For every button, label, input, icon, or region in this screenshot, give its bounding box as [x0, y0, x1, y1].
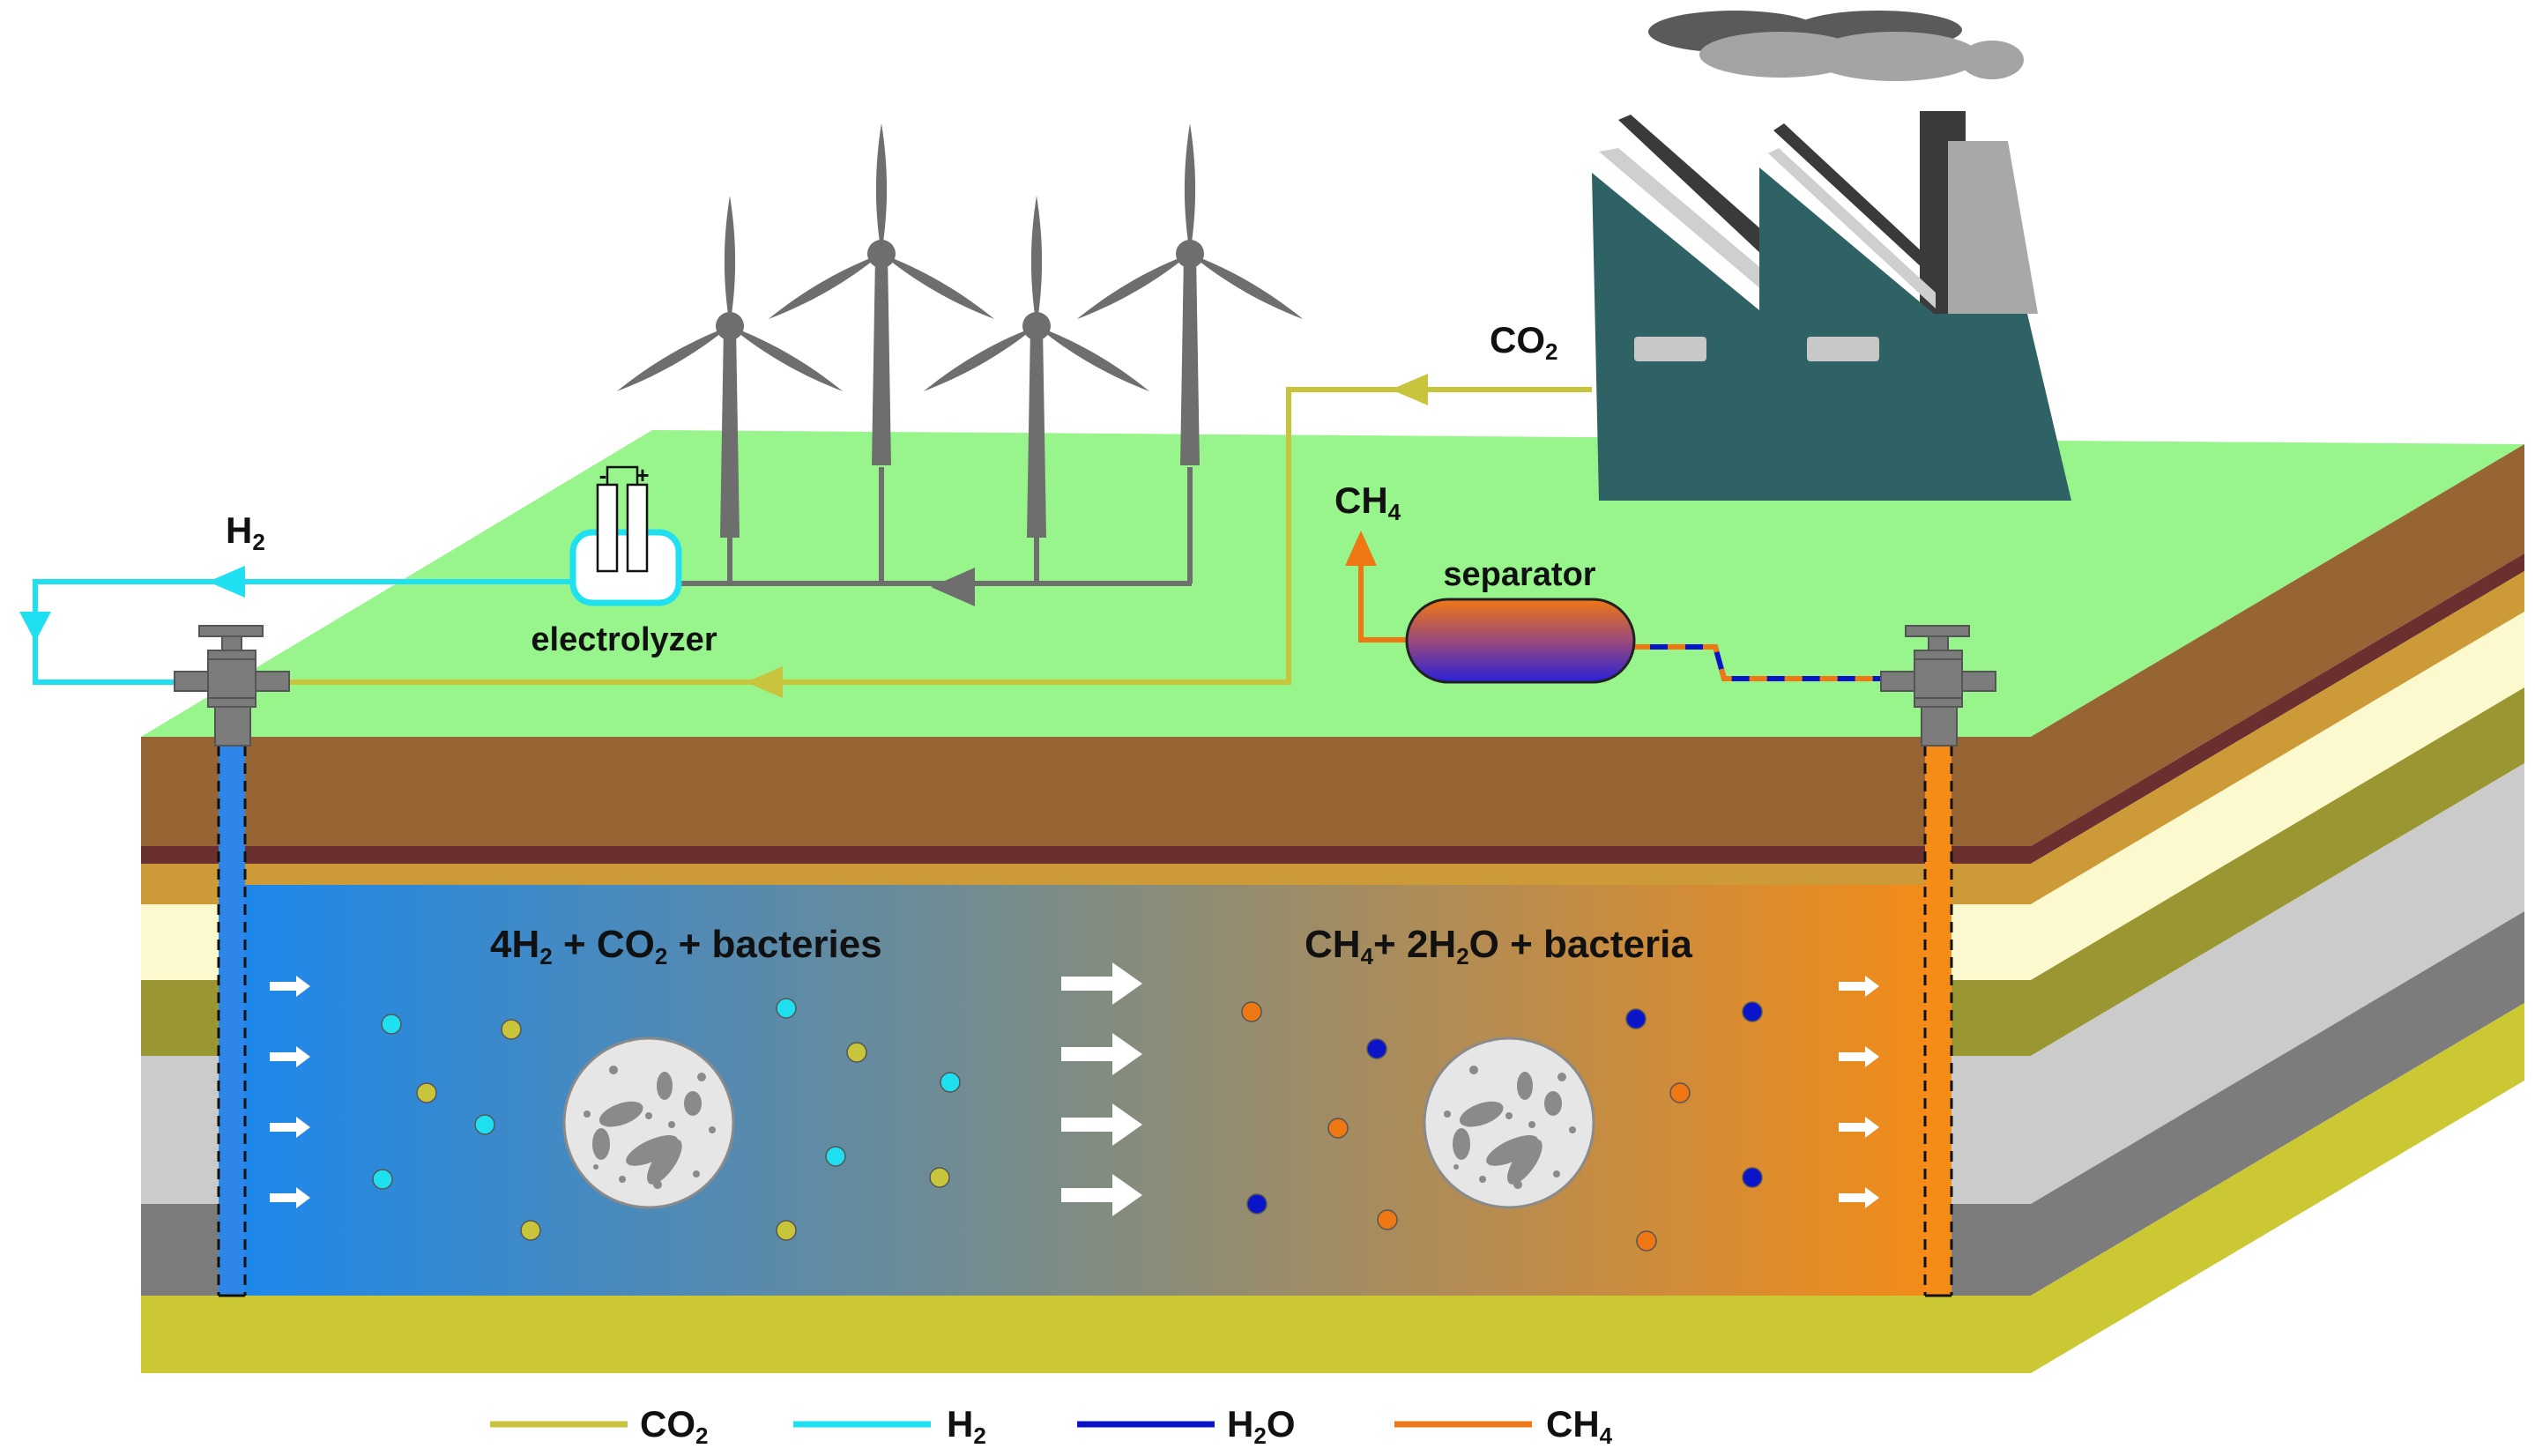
reaction-products: CH4+ 2H2O + bacteria [1305, 923, 1692, 969]
ch4-molecule [1241, 1001, 1262, 1022]
topsoil-layer [141, 737, 2031, 846]
roof-stripe [1773, 123, 1936, 280]
separator-vessel [1405, 598, 1636, 684]
electrode-plus: + [636, 462, 649, 488]
legend-label: H2 [947, 1403, 986, 1449]
ch4-output-pipe [1345, 531, 1409, 643]
h2-flow-arrow [208, 566, 245, 598]
wind-turbine-icon [923, 196, 1150, 538]
molecules-right [1241, 1001, 1763, 1252]
co2-molecule [776, 1220, 797, 1241]
h2o-molecule [1366, 1038, 1387, 1059]
co2-flow-arrow [1391, 374, 1428, 405]
electrode-minus: - [599, 462, 607, 488]
factory-icon [1592, 11, 2071, 501]
co2-molecule [501, 1019, 522, 1040]
factory-window [1634, 337, 1706, 361]
smoke-cloud-icon [1648, 11, 2024, 81]
legend-label: CH4 [1546, 1403, 1613, 1449]
injection-wellhead [174, 625, 290, 747]
flow-arrows [270, 962, 1879, 1216]
side-cream [2031, 612, 2524, 980]
ch4-molecule [1377, 1209, 1398, 1230]
ch4-flow-arrow [1345, 531, 1377, 566]
legend-label: H2O [1227, 1403, 1295, 1449]
legend-item-co2: CO2 [490, 1403, 708, 1449]
h2o-molecule [1246, 1193, 1268, 1215]
dark-soil-layer [141, 846, 2031, 864]
side-dark-soil [2031, 553, 2524, 864]
h2-molecule [825, 1146, 846, 1167]
ch4-molecule [1636, 1230, 1657, 1252]
side-olive [2031, 687, 2524, 1056]
bacteria-icon [562, 1036, 735, 1209]
h2-molecule [381, 1014, 402, 1035]
co2-molecule [416, 1082, 437, 1103]
bacteria-icon [1423, 1036, 1595, 1209]
factory-building [1592, 167, 2071, 501]
side-yellow-base [2031, 1003, 2524, 1373]
power-line [666, 467, 1193, 586]
h2-molecule [474, 1114, 495, 1135]
side-dark-gray [2031, 911, 2524, 1296]
roof-stripe [1599, 148, 1763, 291]
legend-item-ch4: CH4 [1394, 1403, 1613, 1449]
yellow-base-layer [141, 1296, 2031, 1373]
reservoir [219, 885, 1932, 1296]
legend-item-h2: H2 [793, 1403, 986, 1449]
ch4-molecule [1327, 1118, 1349, 1139]
wind-turbines [616, 123, 1304, 538]
h2-molecule [372, 1169, 393, 1190]
reaction-reactants: 4H2 + CO2 + bacteries [490, 923, 882, 969]
side-light-gray [2031, 763, 2524, 1204]
power-flow-arrow [931, 568, 975, 606]
separator-label: separator [1443, 556, 1595, 593]
side-sand [2031, 571, 2524, 904]
legend-item-h2o: H2O [1077, 1403, 1295, 1449]
h2-label: H2 [226, 509, 265, 555]
electrolyzer-label: electrolyzer [531, 621, 717, 658]
co2-molecule [929, 1167, 950, 1188]
co2-flow-arrow [746, 666, 783, 698]
h2o-molecule [1742, 1001, 1763, 1022]
legend: CO2 H2 H2O CH4 [490, 1403, 1613, 1449]
roof-stripe [1618, 115, 1763, 256]
factory-window [1807, 337, 1879, 361]
wind-turbine-icon [616, 196, 844, 538]
co2-label: CO2 [1490, 319, 1557, 365]
injection-well [217, 746, 247, 1297]
side-topsoil [2031, 444, 2524, 846]
molecules-left [372, 998, 961, 1241]
center-flow-arrows [1061, 962, 1142, 1216]
outlet-arrows [1839, 976, 1879, 1208]
h2-molecule [776, 998, 797, 1019]
wind-turbine-icon [1076, 123, 1304, 465]
wind-turbine-icon [768, 123, 995, 465]
roof-stripe [1768, 148, 1936, 308]
h2-molecule [940, 1072, 961, 1093]
ch4-label: CH4 [1334, 479, 1401, 525]
mixture-pipeline [1632, 644, 1904, 681]
legend-label: CO2 [640, 1403, 708, 1449]
co2-molecule [846, 1042, 867, 1063]
ch4-molecule [1669, 1082, 1691, 1103]
chimney [1948, 141, 2038, 314]
h2-flow-arrow [19, 612, 51, 642]
h2o-molecule [1742, 1167, 1763, 1188]
inlet-arrows [270, 976, 310, 1208]
h2o-molecule [1625, 1008, 1647, 1029]
production-wellhead [1880, 625, 1996, 747]
production-well [1923, 746, 1953, 1297]
electrolyzer-icon [569, 465, 682, 606]
co2-molecule [520, 1220, 541, 1241]
